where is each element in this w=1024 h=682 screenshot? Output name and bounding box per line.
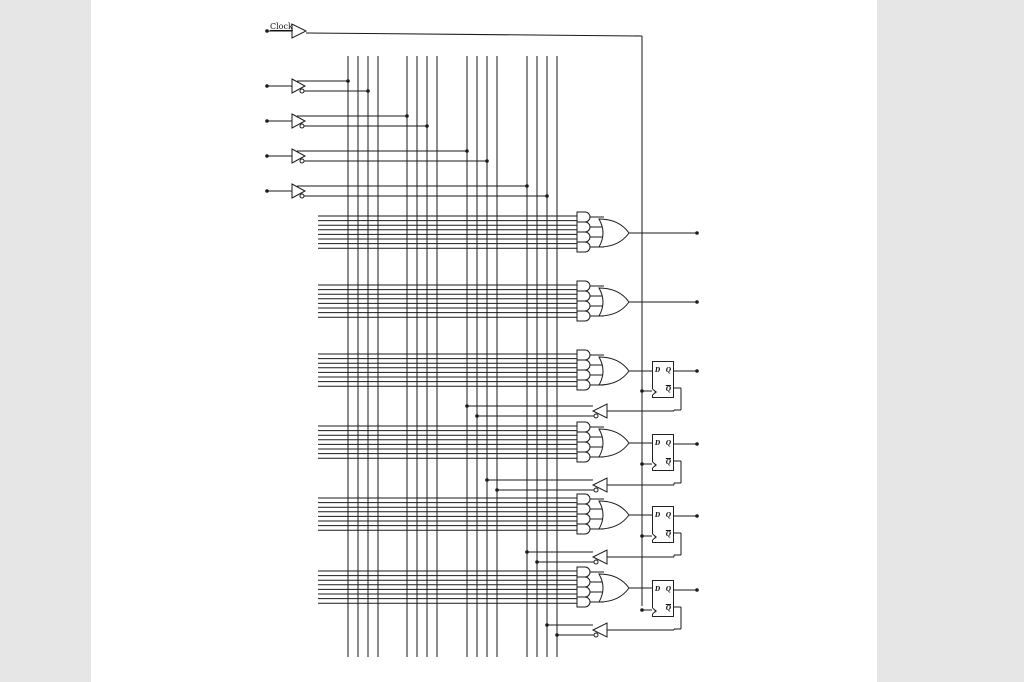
and-gate xyxy=(576,231,591,243)
or-gate xyxy=(598,287,630,317)
input-buffer-triangle xyxy=(291,148,307,164)
and-gate xyxy=(576,359,591,371)
and-gate xyxy=(576,421,591,433)
clock-junction-dot xyxy=(640,462,644,466)
ff-clock-triangle xyxy=(652,461,657,469)
and-gate xyxy=(576,586,591,598)
clock-label: Clock xyxy=(270,22,293,31)
ff-q-label: Q xyxy=(665,367,671,374)
q-output-dot xyxy=(695,588,699,592)
feedback-buffer-triangle xyxy=(591,549,608,565)
junction-dot xyxy=(545,194,549,198)
input-buffer-triangle xyxy=(291,78,307,94)
ff-q-label: Q xyxy=(665,512,671,519)
clock-junction-dot xyxy=(640,389,644,393)
d-flip-flop-1: D Q Q xyxy=(652,361,674,398)
ff-clock-triangle xyxy=(652,533,657,541)
diagram-page: Clock D Q Q D Q Q D Q Q D Q Q xyxy=(91,0,877,682)
feedback-buffer-triangle xyxy=(591,477,608,493)
and-gate xyxy=(576,431,591,443)
ff-d-label: D xyxy=(655,512,661,519)
and-gate xyxy=(576,290,591,302)
ff-d-label: D xyxy=(655,586,661,593)
and-gate xyxy=(576,211,591,223)
and-gate xyxy=(576,576,591,588)
clock-junction-dot xyxy=(640,534,644,538)
junction-dot xyxy=(495,488,499,492)
junction-dot xyxy=(525,184,529,188)
ff-qbar-label: Q xyxy=(665,531,671,538)
and-gate xyxy=(576,493,591,505)
and-gate xyxy=(576,441,591,453)
junction-dot xyxy=(405,114,409,118)
inversion-bubble xyxy=(593,487,599,493)
and-gate xyxy=(576,379,591,391)
inversion-bubble xyxy=(593,632,599,638)
and-gate xyxy=(576,349,591,361)
and-gate xyxy=(576,310,591,322)
and-gate xyxy=(576,451,591,463)
junction-dot xyxy=(465,149,469,153)
ff-q-label: Q xyxy=(665,586,671,593)
feedback-buffer-triangle xyxy=(591,403,608,419)
pal-schematic xyxy=(265,23,699,657)
and-gate xyxy=(576,596,591,608)
or-gate xyxy=(598,356,630,386)
or-gate xyxy=(598,218,630,248)
ff-qbar-label: Q xyxy=(665,605,671,612)
ff-d-label: D xyxy=(655,367,661,374)
and-gate xyxy=(576,503,591,515)
clock-junction-dot xyxy=(640,608,644,612)
inversion-bubble xyxy=(593,413,599,419)
junction-dot xyxy=(525,550,529,554)
and-gate xyxy=(576,369,591,381)
input-buffer-triangle xyxy=(291,183,307,199)
d-flip-flop-4: D Q Q xyxy=(652,580,674,617)
inversion-bubble xyxy=(593,559,599,565)
feedback-buffer-triangle xyxy=(591,622,608,638)
inversion-bubble xyxy=(299,193,305,199)
junction-dot xyxy=(555,633,559,637)
ff-clock-triangle xyxy=(652,607,657,615)
or-gate xyxy=(598,428,630,458)
and-gate xyxy=(576,513,591,525)
junction-dot xyxy=(465,404,469,408)
junction-dot xyxy=(485,159,489,163)
inversion-bubble xyxy=(299,158,305,164)
clock-buffer-triangle xyxy=(291,23,308,39)
junction-dot xyxy=(475,414,479,418)
or-gate xyxy=(598,573,630,603)
ff-qbar-label: Q xyxy=(665,386,671,393)
q-output-dot xyxy=(695,369,699,373)
q-output-dot xyxy=(695,442,699,446)
ff-q-label: Q xyxy=(665,440,671,447)
ff-clock-triangle xyxy=(652,388,657,396)
inversion-bubble xyxy=(299,88,305,94)
junction-dot xyxy=(485,478,489,482)
and-gate xyxy=(576,221,591,233)
and-gate xyxy=(576,300,591,312)
ff-qbar-label: Q xyxy=(665,459,671,466)
and-gate xyxy=(576,280,591,292)
junction-dot xyxy=(535,560,539,564)
or-gate xyxy=(598,500,630,530)
and-gate xyxy=(576,241,591,253)
junction-dot xyxy=(545,623,549,627)
clock-wire xyxy=(305,32,643,37)
d-flip-flop-2: D Q Q xyxy=(652,434,674,471)
output-dot xyxy=(695,231,699,235)
junction-dot xyxy=(366,89,370,93)
input-buffer-triangle xyxy=(291,113,307,129)
q-output-dot xyxy=(695,514,699,518)
inversion-bubble xyxy=(299,123,305,129)
d-flip-flop-3: D Q Q xyxy=(652,506,674,543)
junction-dot xyxy=(425,124,429,128)
junction-dot xyxy=(346,79,350,83)
and-gate xyxy=(576,523,591,535)
and-gate xyxy=(576,566,591,578)
ff-d-label: D xyxy=(655,440,661,447)
output-dot xyxy=(695,300,699,304)
